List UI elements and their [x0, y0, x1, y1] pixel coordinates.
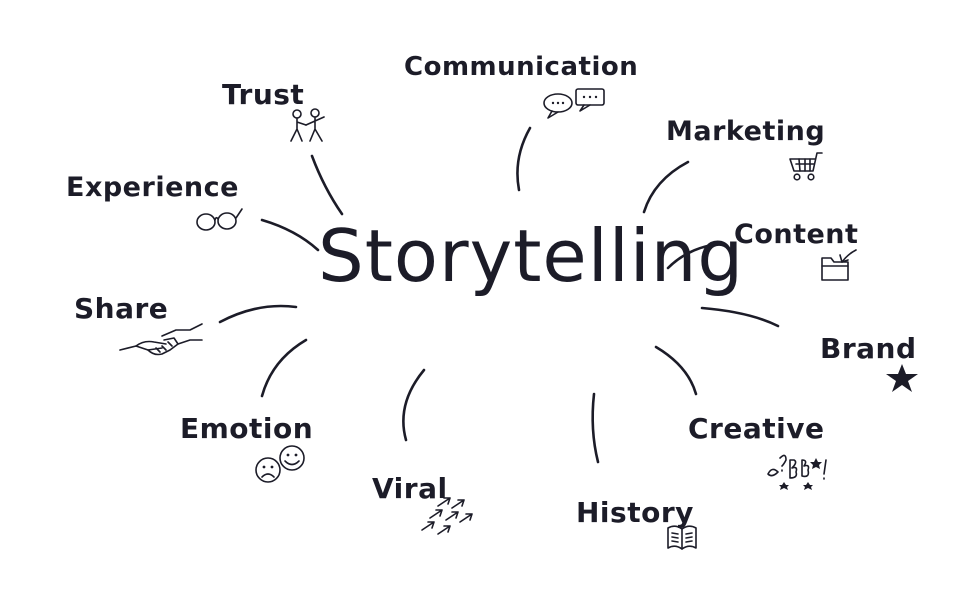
topic-emotion: Emotion — [180, 412, 314, 445]
connector-share — [218, 304, 298, 324]
star-icon — [886, 364, 918, 392]
connector-brand — [700, 306, 780, 328]
connector-history — [591, 392, 600, 464]
open-book-icon — [667, 525, 697, 550]
connector-content — [666, 242, 720, 270]
topic-history: History — [576, 496, 694, 529]
speech-bubbles-icon — [543, 88, 605, 119]
connector-marketing — [642, 160, 690, 214]
topic-creative: Creative — [688, 412, 825, 445]
topic-viral: Viral — [372, 472, 448, 505]
connector-trust — [310, 154, 344, 216]
topic-marketing: Marketing — [666, 116, 826, 147]
connector-creative — [654, 345, 698, 396]
arrows-icon — [421, 497, 473, 535]
handshake-figures-icon — [290, 108, 325, 142]
folder-icon — [821, 249, 857, 281]
connector-viral — [402, 368, 426, 442]
connector-communication — [516, 126, 532, 192]
idea-scribble-icon — [767, 454, 827, 490]
topic-experience: Experience — [66, 172, 239, 203]
faces-icon — [255, 445, 305, 483]
topic-content: Content — [734, 219, 859, 250]
shopping-cart-icon — [789, 152, 823, 181]
connector-emotion — [260, 338, 308, 398]
topic-brand: Brand — [820, 332, 917, 365]
topic-trust: Trust — [222, 78, 305, 111]
central-concept: Storytelling — [318, 214, 745, 298]
topic-communication: Communication — [404, 52, 639, 82]
topic-share: Share — [74, 292, 169, 325]
glasses-icon — [196, 208, 243, 231]
handshake-icon — [119, 323, 203, 356]
connector-experience — [260, 218, 320, 252]
